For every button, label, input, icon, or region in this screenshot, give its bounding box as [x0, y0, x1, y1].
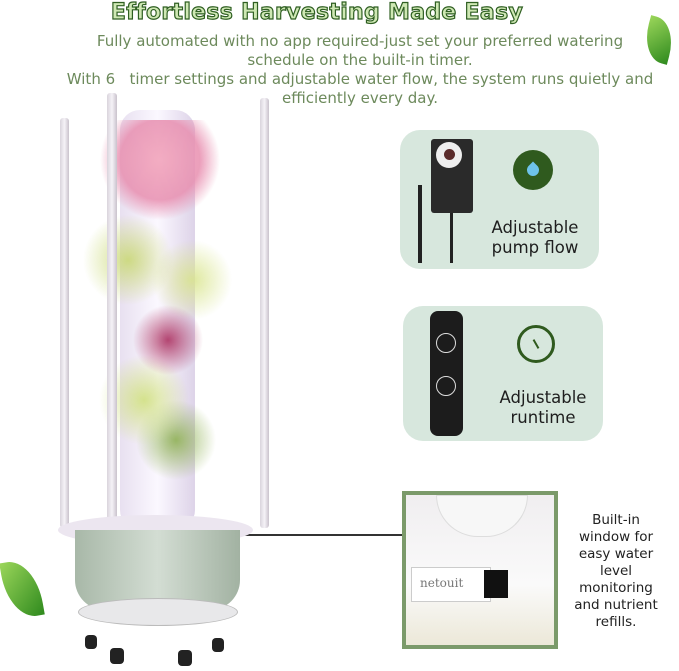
water-drop-cycle-icon	[513, 150, 553, 190]
feature-card-pump-flow: Adjustable pump flow	[400, 130, 599, 269]
window-callout-text: Built-in window for easy water level mon…	[556, 512, 676, 631]
tower-garden-image	[0, 90, 300, 671]
callout-line-text: monitoring	[579, 580, 653, 596]
water-window-photo: netouit	[402, 491, 558, 649]
headline: Effortless Harvesting Made Easy	[110, 0, 524, 26]
subtitle-line: efficiently every day.	[282, 89, 438, 107]
callout-line-text: Built-in	[592, 512, 640, 528]
feature-label: pump flow	[491, 238, 579, 257]
cable	[418, 185, 422, 263]
clock-icon	[517, 325, 555, 363]
grow-light-rod	[107, 93, 117, 542]
subtitle-line: With 6 timer settings and adjustable wat…	[66, 70, 654, 88]
brand-label: netouit	[411, 567, 491, 602]
callout-line-text: refills.	[595, 614, 637, 630]
subtitle-line: schedule on the built-in timer.	[247, 51, 473, 69]
feature-label: Adjustable	[491, 218, 579, 237]
callout-line	[245, 534, 405, 536]
feature-label: Adjustable	[499, 388, 587, 407]
water-level-window	[484, 570, 508, 598]
timer-controller-image	[430, 311, 463, 436]
wheel	[85, 635, 97, 649]
wheeled-base	[78, 598, 238, 626]
grow-light-rod	[260, 98, 269, 528]
callout-line-text: and nutrient	[574, 597, 658, 613]
wheel	[212, 638, 224, 652]
callout-line-text: level	[599, 563, 633, 579]
callout-line-text: window for	[578, 529, 654, 545]
callout-line-text: easy water	[578, 546, 654, 562]
plants	[80, 120, 240, 520]
subtitle-line: Fully automated with no app required-jus…	[96, 32, 624, 50]
feature-card-runtime: Adjustable runtime	[403, 306, 603, 441]
grow-light-rod	[60, 118, 69, 528]
wheel	[178, 650, 192, 666]
feature-label: runtime	[510, 408, 576, 427]
wheel	[110, 648, 124, 664]
pump-adapter-image	[431, 139, 473, 213]
reservoir-bucket	[75, 530, 240, 610]
cable	[450, 213, 453, 263]
